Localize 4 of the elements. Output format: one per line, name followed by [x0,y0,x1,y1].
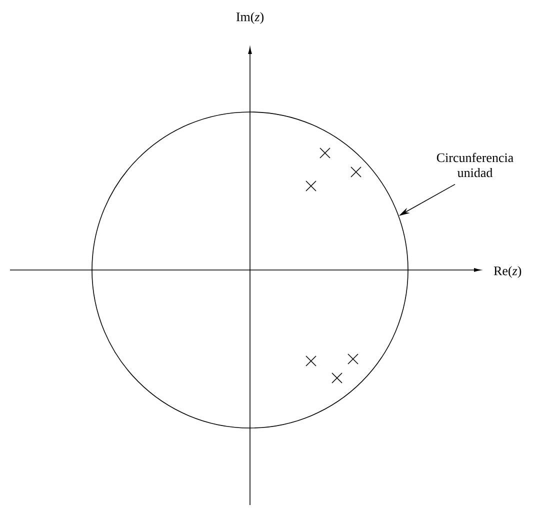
unit-circle [92,112,408,428]
axis-label: Im(z) [236,12,264,24]
axis-label: Re(z) [494,266,522,278]
leader-text: Circunferencia unidad [436,152,514,178]
